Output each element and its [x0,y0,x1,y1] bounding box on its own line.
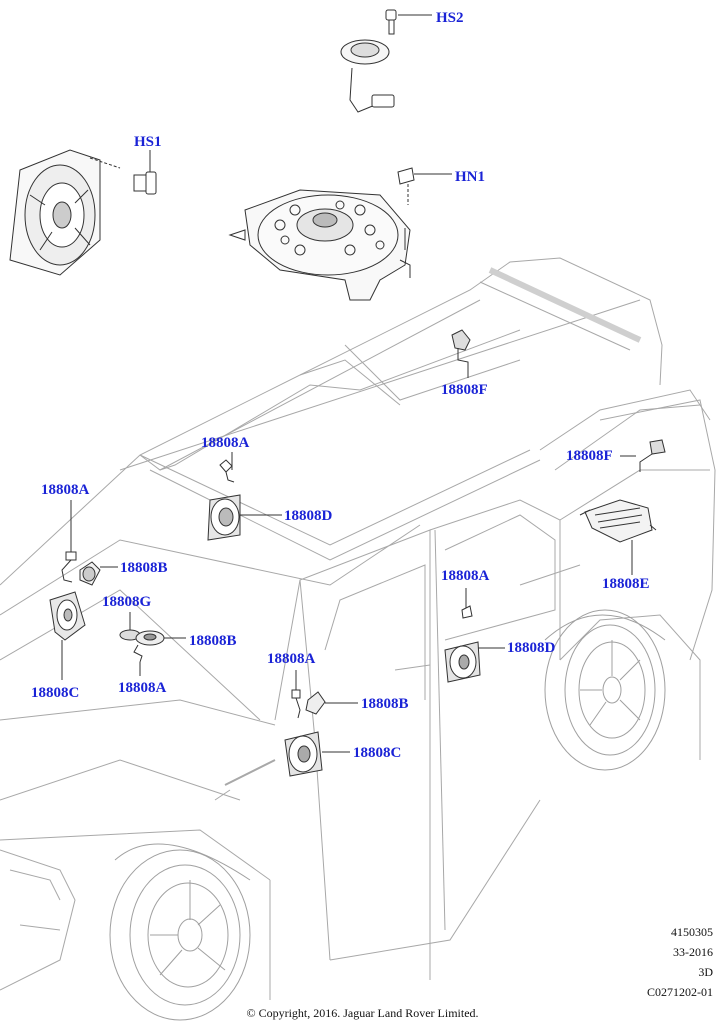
callout-18808f-roof: 18808F [441,382,488,398]
callout-18808c-door: 18808C [353,745,402,761]
callout-18808g: 18808G [102,594,152,610]
amplifier [579,499,657,543]
callout-18808f-rear: 18808F [566,448,613,464]
callout-18808d-dash: 18808D [284,508,333,524]
parts [9,9,666,777]
callout-hs1: HS1 [134,134,162,150]
callout-18808d-rear-door: 18808D [507,640,556,656]
callout-18808a-left: 18808A [41,482,90,498]
callout-18808a-mid: 18808A [118,680,167,696]
door-speaker [284,731,323,777]
rear-wheel [544,609,666,771]
callout-18808b-door: 18808B [361,696,409,712]
hs2-part [340,9,397,113]
center-speaker [207,494,241,541]
callout-18808c-left: 18808C [31,685,80,701]
reference-block: 4150305 33-2016 3D C0271202-01 [647,922,713,1002]
callout-18808b-left: 18808B [120,560,168,576]
hs1-speaker [9,149,157,276]
rear-door-speaker [444,641,481,683]
left-speaker [49,591,86,641]
copyright-notice: © Copyright, 2016. Jaguar Land Rover Lim… [246,1006,479,1020]
reference-number: 4150305 [671,925,713,939]
callout-hn1: HN1 [455,169,485,185]
front-wheel [109,843,251,1021]
callout-18808a-dash: 18808A [201,435,250,451]
callout-18808a-rear-door: 18808A [441,568,490,584]
subwoofer [228,167,415,301]
callout-18808a-door: 18808A [267,651,316,667]
callout-hs2: HS2 [436,10,464,26]
vehicle-body [0,257,716,1000]
callout-18808e: 18808E [602,576,650,592]
callout-18808b-mid: 18808B [189,633,237,649]
reference-date: 33-2016 [673,945,713,959]
reference-code: C0271202-01 [647,985,713,999]
reference-view: 3D [698,965,713,979]
